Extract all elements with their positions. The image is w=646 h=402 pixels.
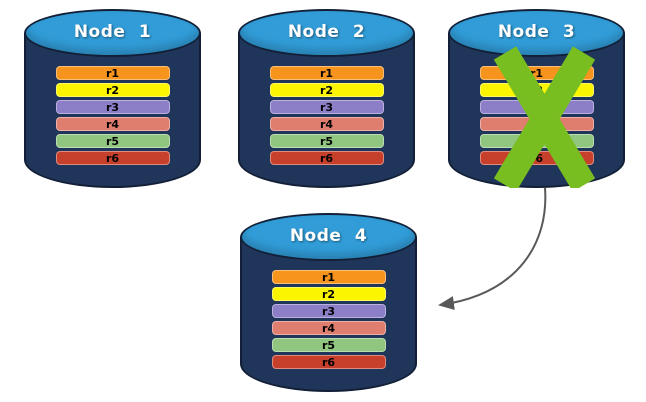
replica-label: r4 — [319, 117, 334, 131]
replica-row-r4: r4 — [55, 117, 170, 131]
replica-row-r5: r5 — [479, 134, 594, 148]
replica-row-r5: r5 — [271, 338, 386, 352]
replica-row-r3: r3 — [55, 100, 170, 114]
node-2-label: Node 2 — [287, 22, 366, 42]
node-2-replica-list: r1 r2 r3 r4 r5 r6 — [238, 66, 415, 165]
replica-label: r5 — [319, 134, 334, 148]
node-4-replica-list: r1 r2 r3 r4 r5 r6 — [240, 270, 417, 369]
replica-row-r2: r2 — [269, 83, 384, 97]
replica-row-r3: r3 — [271, 304, 386, 318]
replica-label: r2 — [321, 287, 336, 301]
replica-row-r2: r2 — [55, 83, 170, 97]
replica-row-r1: r1 — [271, 270, 386, 284]
replica-label: r1 — [319, 66, 334, 80]
replica-label: r3 — [105, 100, 120, 114]
replica-label: r6 — [319, 151, 334, 165]
replica-label: r2 — [319, 83, 334, 97]
replica-label: r5 — [529, 134, 544, 148]
replica-label: r2 — [529, 83, 544, 97]
replica-label: r4 — [105, 117, 120, 131]
node-4-cylinder-top: Node 4 — [240, 213, 417, 261]
replica-row-r6: r6 — [271, 355, 386, 369]
replica-row-r5: r5 — [269, 134, 384, 148]
replica-label: r5 — [105, 134, 120, 148]
node-1-replica-list: r1 r2 r3 r4 r5 r6 — [24, 66, 201, 165]
replica-label: r3 — [529, 100, 544, 114]
replica-label: r4 — [321, 321, 336, 335]
node-3-cylinder: Node 3 r1 r2 r3 r4 r5 r6 — [448, 9, 625, 188]
node-1-cylinder: Node 1 r1 r2 r3 r4 r5 r6 — [24, 9, 201, 188]
replica-row-r6: r6 — [269, 151, 384, 165]
replica-row-r3: r3 — [479, 100, 594, 114]
replica-label: r5 — [321, 338, 336, 352]
replica-row-r6: r6 — [479, 151, 594, 165]
replica-row-r4: r4 — [271, 321, 386, 335]
replica-label: r6 — [105, 151, 120, 165]
replica-row-r3: r3 — [269, 100, 384, 114]
replica-label: r1 — [529, 66, 544, 80]
replica-label: r6 — [321, 355, 336, 369]
replica-row-r5: r5 — [55, 134, 170, 148]
node-2-cylinder-top: Node 2 — [238, 9, 415, 57]
replica-label: r3 — [319, 100, 334, 114]
node-4-cylinder: Node 4 r1 r2 r3 r4 r5 r6 — [240, 213, 417, 392]
replica-row-r2: r2 — [271, 287, 386, 301]
replica-row-r4: r4 — [479, 117, 594, 131]
replica-label: r3 — [321, 304, 336, 318]
node-1-label: Node 1 — [73, 22, 152, 42]
replica-label: r4 — [529, 117, 544, 131]
replica-row-r6: r6 — [55, 151, 170, 165]
replica-row-r4: r4 — [269, 117, 384, 131]
replica-label: r2 — [105, 83, 120, 97]
node-3-replica-list: r1 r2 r3 r4 r5 r6 — [448, 66, 625, 165]
node-2-cylinder: Node 2 r1 r2 r3 r4 r5 r6 — [238, 9, 415, 188]
node-3-cylinder-top: Node 3 — [448, 9, 625, 57]
replica-label: r1 — [105, 66, 120, 80]
replica-row-r2: r2 — [479, 83, 594, 97]
replica-row-r1: r1 — [479, 66, 594, 80]
replica-label: r1 — [321, 270, 336, 284]
replica-row-r1: r1 — [269, 66, 384, 80]
node-1-cylinder-top: Node 1 — [24, 9, 201, 57]
replica-row-r1: r1 — [55, 66, 170, 80]
node-4-label: Node 4 — [289, 226, 368, 246]
node-3-label: Node 3 — [497, 22, 576, 42]
replica-label: r6 — [529, 151, 544, 165]
